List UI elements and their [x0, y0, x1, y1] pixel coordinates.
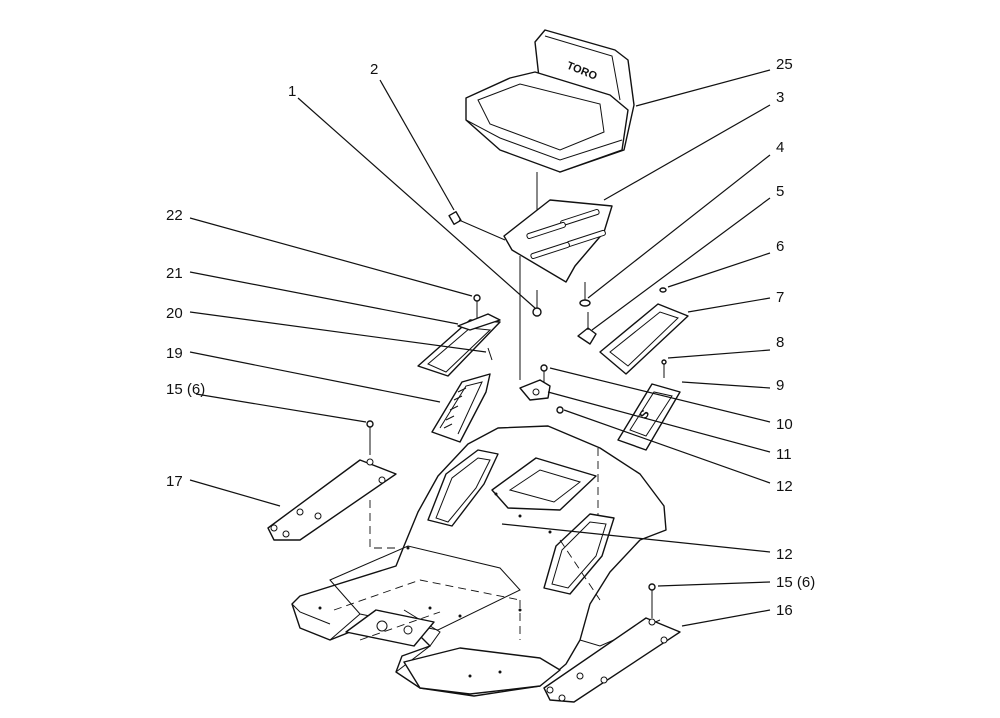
callout-9: 9 [776, 377, 784, 394]
callout-1: 1 [288, 83, 296, 100]
callout-11: 11 [776, 446, 792, 463]
callout-5: 5 [776, 183, 784, 200]
callout-21: 21 [166, 265, 183, 282]
right-side-plate [543, 617, 681, 703]
callout-4: 4 [776, 139, 784, 156]
seat: TORO [465, 29, 635, 173]
callout-16: 16 [776, 602, 793, 619]
leader-lines [189, 69, 771, 627]
seat-mount-plate [503, 199, 613, 283]
callout-12-lower: 12 [776, 546, 793, 563]
callout-20: 20 [166, 305, 183, 322]
callout-6: 6 [776, 238, 784, 255]
callout-8: 8 [776, 334, 784, 351]
right-pedal-assembly: S [599, 303, 689, 451]
left-pedal-assembly [417, 313, 501, 443]
callout-10: 10 [776, 416, 793, 433]
callout-25: 25 [776, 56, 793, 73]
callout-7: 7 [776, 289, 784, 306]
callout-3: 3 [776, 89, 784, 106]
left-side-plate [267, 458, 397, 541]
callout-19: 19 [166, 345, 183, 362]
callout-labels: 1 2 25 3 4 5 6 7 8 9 10 11 12 12 15 (6) … [166, 56, 815, 619]
callout-22: 22 [166, 207, 183, 224]
callout-2: 2 [370, 61, 378, 78]
callout-12-upper: 12 [776, 478, 793, 495]
fender-body [291, 425, 667, 697]
callout-17: 17 [166, 473, 183, 490]
callout-15-left: 15 (6) [166, 381, 205, 398]
callout-15-right: 15 (6) [776, 574, 815, 591]
